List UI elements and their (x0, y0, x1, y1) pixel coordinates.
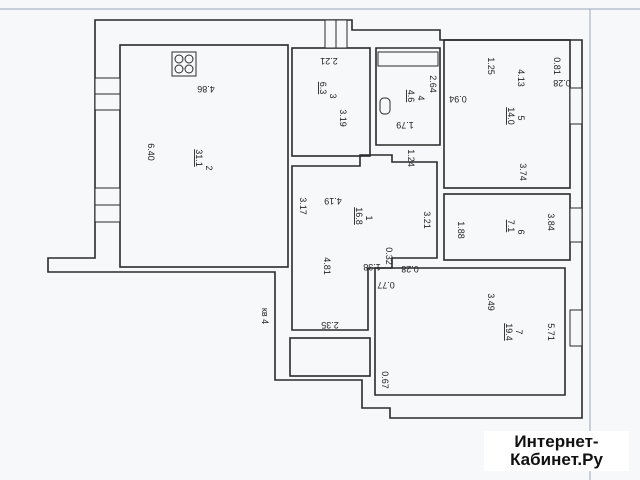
room-2-number: 2 (204, 165, 214, 170)
room-1-dim-e: 1.24 (406, 149, 416, 167)
room-1-area: 16.8 (354, 207, 364, 225)
windows (94, 19, 583, 347)
room-5-dim-a: 4.13 (516, 69, 526, 87)
room-5-dim-c: 1.25 (486, 57, 496, 75)
room-5-area: 14.0 (506, 107, 516, 125)
room-5-dim-e: 0.28 (553, 78, 571, 88)
watermark-line2: Кабинет.Ру (510, 450, 603, 469)
room-1-dim-a: 4.19 (324, 196, 342, 206)
room-2-dim-b: 6.40 (146, 143, 156, 161)
room-3-area: 6.3 (318, 82, 328, 95)
watermark: Интернет- Кабинет.Ру (484, 431, 629, 471)
room-1-dim-g: 0.32 (384, 247, 394, 265)
room-7: 0.28 0.77 3.49 19.4 7 5.71 0.67 (377, 264, 556, 389)
room-6-area: 7.1 (506, 220, 516, 233)
room-1-number: 1 (364, 215, 374, 220)
room-6-dim-b: 1.88 (456, 221, 466, 239)
room-7-dim-b: 5.71 (546, 323, 556, 341)
room-2: 4.86 6.40 31.1 2 (146, 84, 215, 171)
room-7-area: 19.4 (504, 323, 514, 341)
room-1-dim-f: 1.38 (363, 262, 381, 272)
room-2-area: 31.1 (194, 149, 204, 167)
room-4-dim-a: 1.79 (396, 120, 414, 130)
room-3-number: 3 (328, 93, 338, 98)
stove-icon (171, 51, 197, 77)
room-7-dim-a: 3.49 (486, 293, 496, 311)
room-6-dim-a: 3.84 (546, 213, 556, 231)
room-7-dim-d: 0.77 (377, 280, 395, 290)
room-5-number: 5 (516, 115, 526, 120)
bath-icon (377, 51, 439, 115)
walls (47, 19, 583, 419)
room-1-dim-c: 4.81 (322, 257, 332, 275)
room-3-dim-b: 3.19 (338, 109, 348, 127)
room-7-dim-e: 0.67 (380, 371, 390, 389)
room-1-dim-h: 2.35 (321, 320, 339, 330)
room-4: 2.64 4.6 4 1.79 (396, 75, 438, 130)
room-6: 1.88 7.1 6 3.84 (456, 213, 556, 239)
room-1: 1.24 3.17 4.19 16.8 1 3.21 4.81 0.32 1.3… (298, 149, 432, 330)
room-1-dim-b: 3.17 (298, 197, 308, 215)
room-2-dim-a: 4.86 (197, 84, 215, 94)
room-7-number: 7 (514, 329, 524, 334)
room-6-number: 6 (516, 229, 526, 234)
room-5: 1.25 4.13 0.81 0.28 0.94 14.0 5 3.74 (449, 57, 571, 181)
room-3-dim-a: 2.21 (320, 56, 338, 66)
room-5-dim-d: 0.81 (552, 57, 562, 75)
room-1-dim-d: 3.21 (422, 211, 432, 229)
watermark-line1: Интернет- (514, 432, 599, 451)
room-4-number: 4 (416, 95, 426, 100)
room-5-dim-b: 3.74 (518, 163, 528, 181)
room-7-dim-c: 0.28 (401, 264, 419, 274)
room-5-dim-f: 0.94 (449, 94, 467, 104)
room-3: 2.21 6.3 3 3.19 (318, 56, 348, 127)
room-4-dim-b: 2.64 (428, 75, 438, 93)
apartment-label: кв 4 (260, 308, 270, 324)
room-4-area: 4.6 (406, 90, 416, 103)
